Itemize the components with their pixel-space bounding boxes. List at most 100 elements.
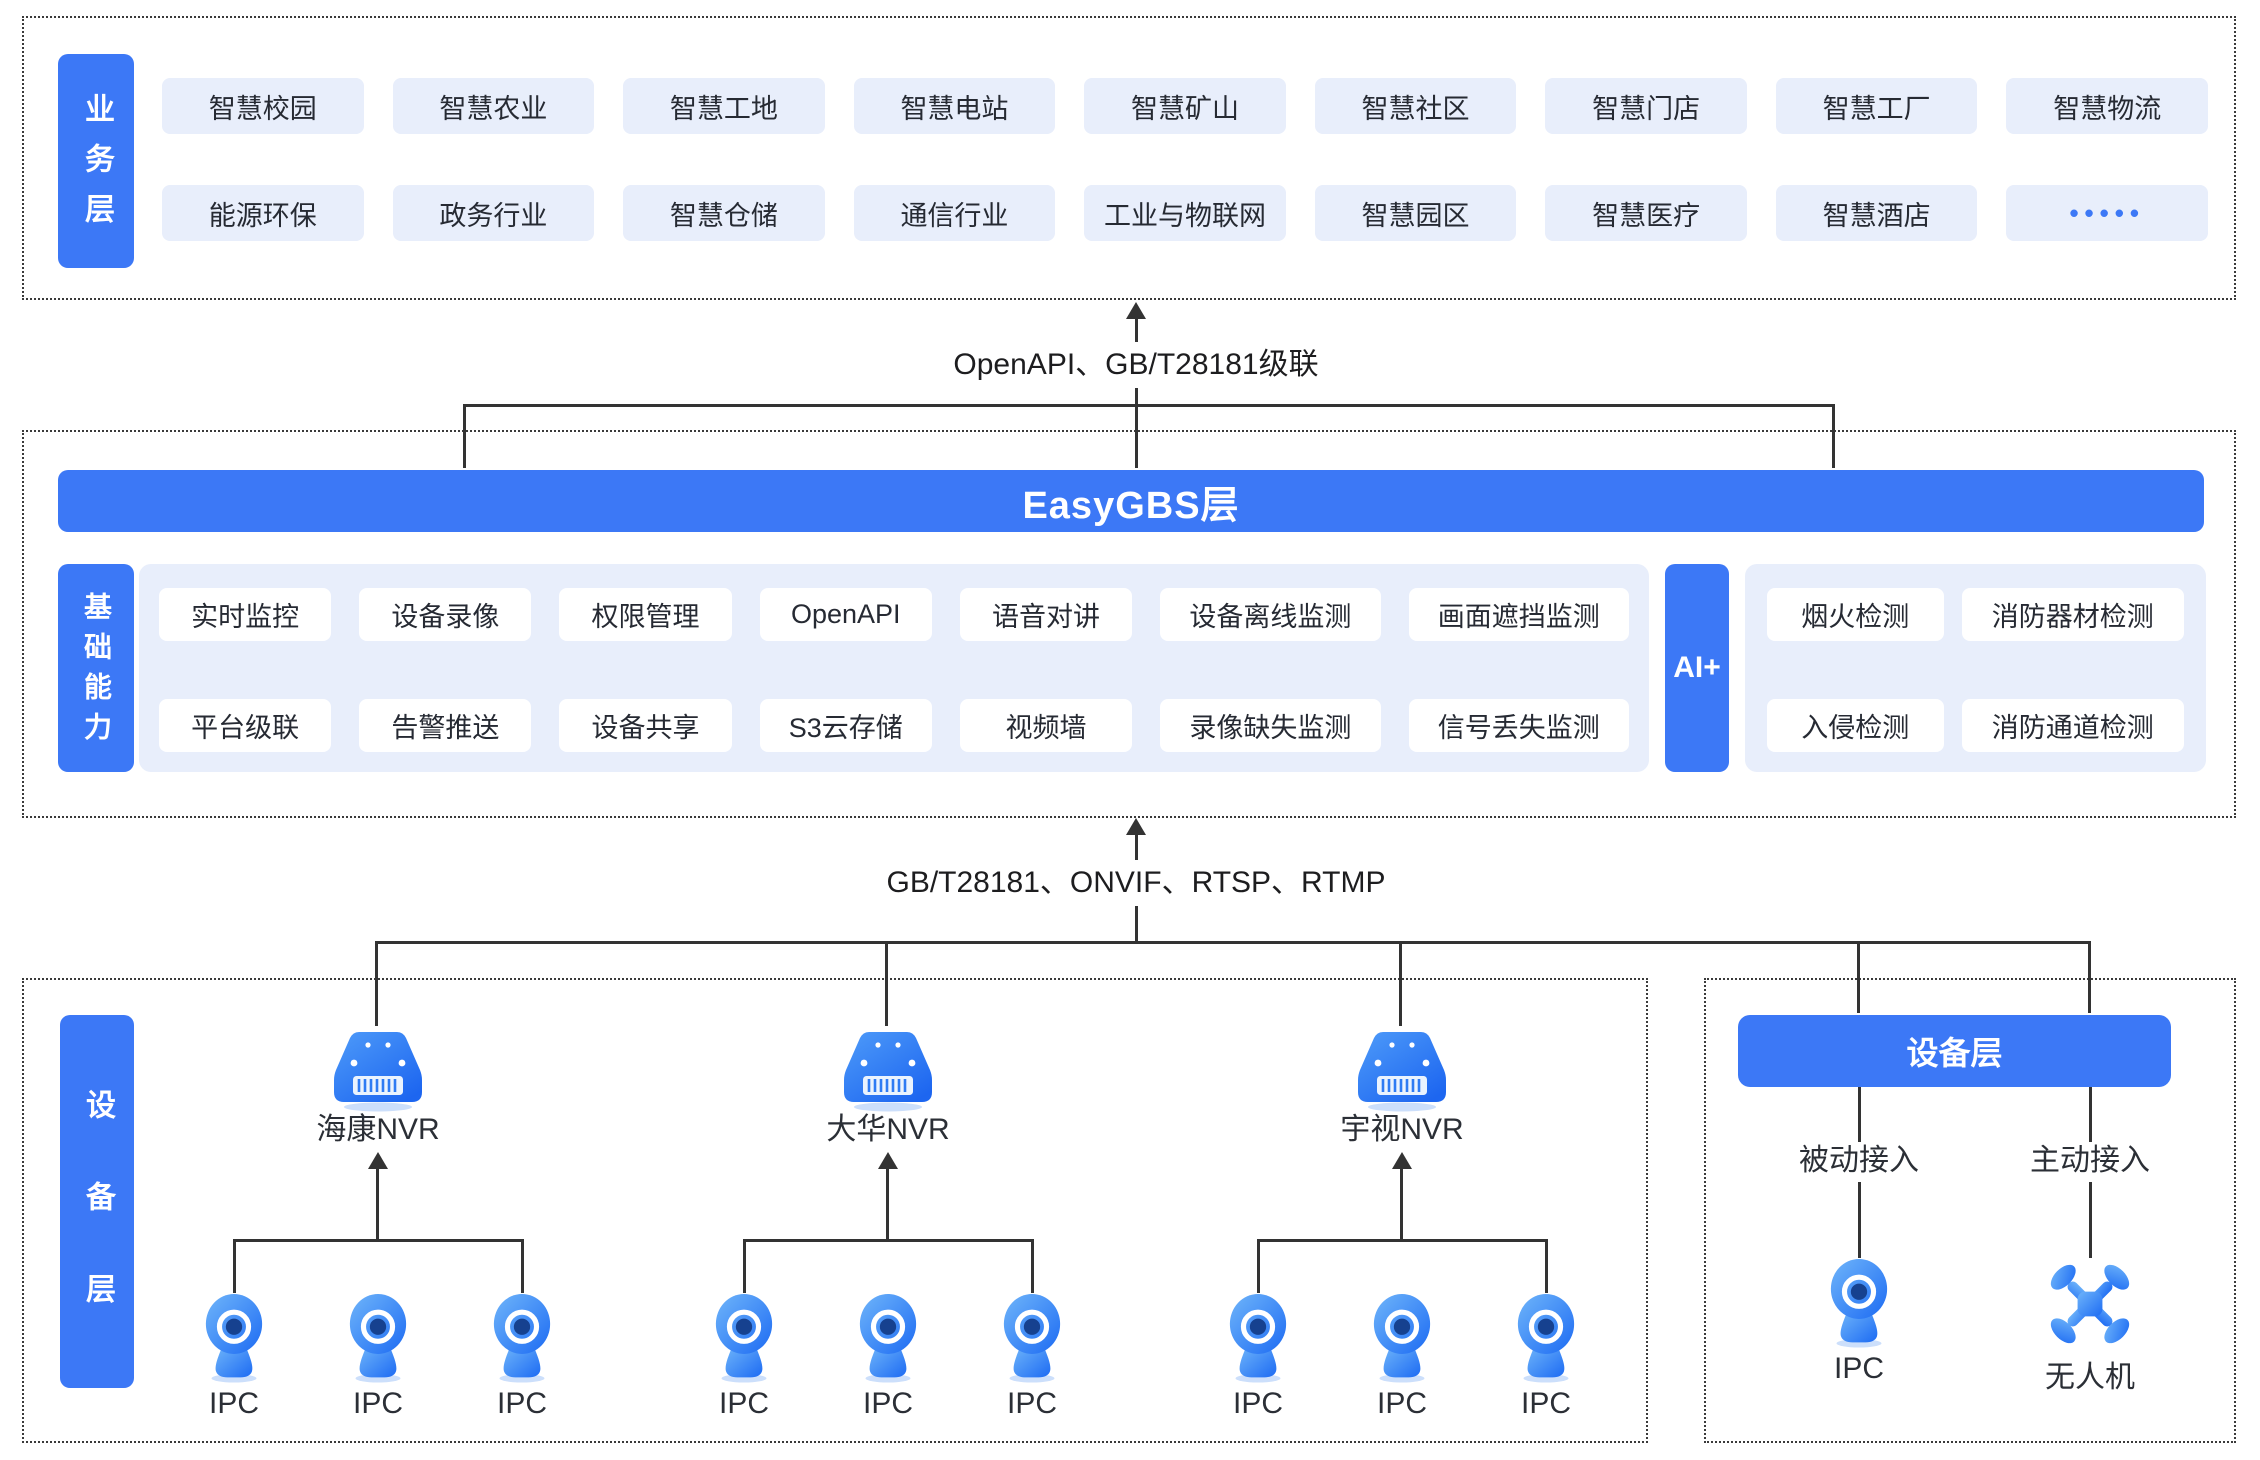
business-chip: 通信行业 <box>853 185 1056 241</box>
capability-chip: 录像缺失监测 <box>1160 699 1381 752</box>
access-type-label: 主动接入 <box>2030 1144 2150 1177</box>
capability-chip: S3云存储 <box>759 699 932 752</box>
easygbs-layer-box: EasyGBS层 基础能力 实时监控 设备录像 权限管理 OpenAPI 语音对… <box>22 430 2236 818</box>
ai-plus-label: AI+ <box>1665 564 1729 772</box>
device-label: IPC <box>1833 1352 1884 1385</box>
nvr-name: 宇视NVR <box>1340 1113 1464 1146</box>
connector-line <box>2089 1087 2092 1142</box>
connector-line <box>1857 941 1860 1013</box>
capabilities-label: 基础能力 <box>58 564 134 772</box>
business-chip-grid: 智慧校园 智慧农业 智慧工地 智慧电站 智慧矿山 智慧社区 智慧门店 智慧工厂 … <box>162 78 2208 241</box>
business-chip: 智慧工地 <box>623 78 825 134</box>
connector-line <box>1400 1167 1403 1240</box>
ipc-label: IPC <box>1232 1387 1283 1420</box>
nvr-group: 宇视NVR IPC IPC IPC <box>1212 1015 1592 1430</box>
ipc-camera-icon <box>1513 1293 1579 1383</box>
connector-line <box>376 1167 379 1240</box>
nvr-group: 海康NVR IPC IPC IPC <box>188 1015 568 1430</box>
ipc-label: IPC <box>1376 1387 1427 1420</box>
capability-chip: 视频墙 <box>959 699 1133 752</box>
access-panel-header: 设备层 <box>1738 1015 2171 1087</box>
arrow-up-to-nvr <box>1392 1152 1412 1169</box>
ai-chip: 消防器材检测 <box>1961 588 2184 641</box>
capability-chip: 设备离线监测 <box>1160 588 1381 641</box>
capability-chip: 设备录像 <box>359 588 532 641</box>
connector-line <box>1135 317 1138 468</box>
business-chip: 智慧农业 <box>392 78 595 134</box>
ai-plus-panel: 烟火检测 消防器材检测 入侵检测 消防通道检测 <box>1745 564 2206 772</box>
business-chip: 智慧仓储 <box>623 185 825 241</box>
business-chip: 政务行业 <box>392 185 595 241</box>
connector-line <box>743 1239 746 1293</box>
business-chip: 智慧工厂 <box>1775 78 1978 134</box>
business-chip: 工业与物联网 <box>1084 185 1286 241</box>
capability-chip: 权限管理 <box>559 588 732 641</box>
ipc-label: IPC <box>718 1387 769 1420</box>
ai-chip: 入侵检测 <box>1767 699 1944 752</box>
nvr-group: 大华NVR IPC IPC IPC <box>698 1015 1078 1430</box>
arrow-up-to-nvr <box>878 1152 898 1169</box>
device-label: 无人机 <box>2045 1361 2135 1394</box>
drone-icon <box>2047 1261 2133 1347</box>
connector-line <box>1257 1239 1548 1242</box>
connector-line <box>886 1167 889 1240</box>
connector-line <box>375 941 2091 944</box>
nvr-icon <box>328 1028 428 1112</box>
connector-line <box>521 1239 524 1293</box>
ipc-camera-icon <box>1826 1258 1892 1348</box>
connector-line <box>1832 404 1835 468</box>
arrow-up-to-nvr <box>368 1152 388 1169</box>
connector-line <box>2088 941 2091 1013</box>
ipc-camera-icon <box>1369 1293 1435 1383</box>
capability-chip: 语音对讲 <box>959 588 1133 641</box>
capability-chip: 告警推送 <box>359 699 532 752</box>
connector-line <box>2089 1182 2092 1258</box>
nvr-name: 大华NVR <box>826 1113 950 1146</box>
ipc-label: IPC <box>862 1387 913 1420</box>
capability-chip: 设备共享 <box>559 699 732 752</box>
connector-line <box>743 1239 1034 1242</box>
bottom-protocol-label: GB/T28181、ONVIF、RTSP、RTMP <box>868 860 1404 906</box>
ipc-camera-icon <box>855 1293 921 1383</box>
capability-chip: OpenAPI <box>759 588 932 641</box>
arrow-up-to-business-layer <box>1126 302 1146 319</box>
business-chip-more: ••••• <box>2006 185 2208 241</box>
ipc-camera-icon <box>1225 1293 1291 1383</box>
business-chip: 智慧医疗 <box>1545 185 1747 241</box>
connector-line <box>233 1239 524 1242</box>
nvr-icon <box>1352 1028 1452 1112</box>
capability-chip: 平台级联 <box>159 699 332 752</box>
ipc-label: IPC <box>208 1387 259 1420</box>
capability-chip: 画面遮挡监测 <box>1408 588 1629 641</box>
ipc-camera-icon <box>711 1293 777 1383</box>
business-layer-box: 业务层 智慧校园 智慧农业 智慧工地 智慧电站 智慧矿山 智慧社区 智慧门店 智… <box>22 16 2236 300</box>
nvr-name: 海康NVR <box>316 1113 440 1146</box>
connector-line <box>1399 941 1402 1026</box>
ipc-camera-icon <box>489 1293 555 1383</box>
device-layer-label: 设备层 <box>60 1015 134 1388</box>
connector-line <box>1257 1239 1260 1293</box>
connector-line <box>885 941 888 1026</box>
connector-line <box>1031 1239 1034 1293</box>
ipc-camera-icon <box>345 1293 411 1383</box>
easygbs-title-bar: EasyGBS层 <box>58 470 2204 532</box>
arrow-up-to-easygbs-layer <box>1126 818 1146 835</box>
ipc-camera-icon <box>201 1293 267 1383</box>
business-chip: 智慧物流 <box>2006 78 2208 134</box>
device-access-panel: 设备层 被动接入 IPC 主动接入 无人机 <box>1704 978 2236 1443</box>
nvr-icon <box>838 1028 938 1112</box>
business-chip: 智慧园区 <box>1314 185 1517 241</box>
connector-line <box>1858 1087 1861 1142</box>
ai-chip: 烟火检测 <box>1767 588 1944 641</box>
access-type-label: 被动接入 <box>1799 1144 1919 1177</box>
business-chip: 能源环保 <box>162 185 364 241</box>
business-chip: 智慧门店 <box>1545 78 1747 134</box>
connector-line <box>463 404 466 468</box>
business-chip: 智慧酒店 <box>1775 185 1978 241</box>
business-chip: 智慧社区 <box>1314 78 1517 134</box>
business-layer-label: 业务层 <box>58 54 134 268</box>
connector-line <box>375 941 378 1026</box>
ipc-label: IPC <box>1006 1387 1057 1420</box>
ipc-label: IPC <box>352 1387 403 1420</box>
